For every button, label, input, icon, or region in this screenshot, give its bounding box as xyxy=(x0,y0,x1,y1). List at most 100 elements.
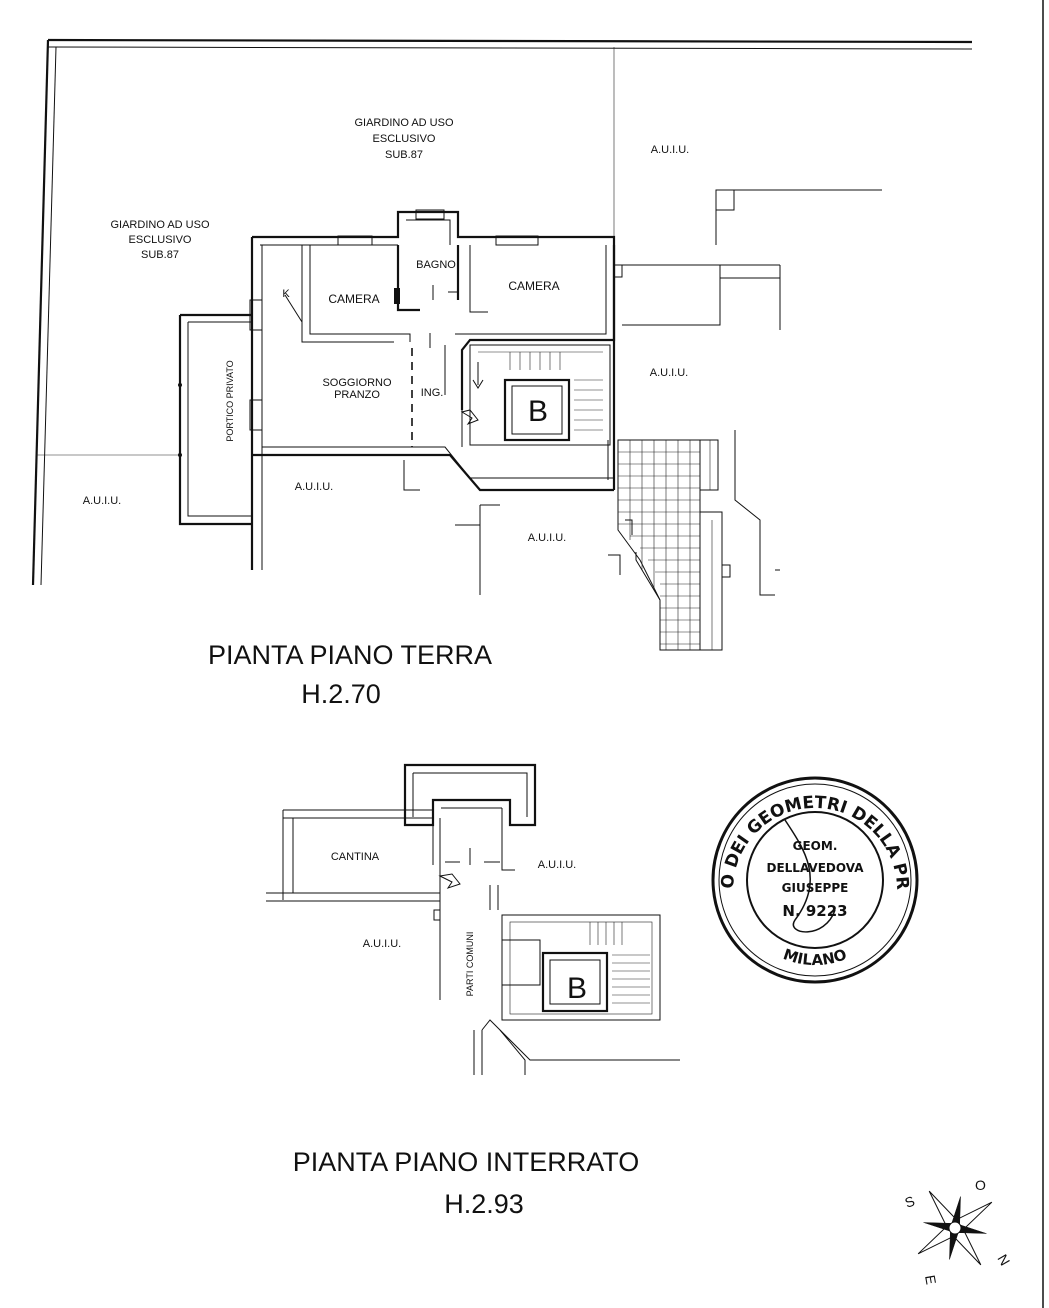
soggiorno-label-2: PRANZO xyxy=(334,389,380,401)
stamp-inner-ring xyxy=(746,811,884,949)
lot-boundary-left-inner xyxy=(40,46,57,586)
column-block xyxy=(715,189,735,211)
basement-height: H.2.93 xyxy=(444,1189,524,1219)
basement-lower-wall xyxy=(473,1030,483,1075)
compass-letter-e: E xyxy=(922,1274,939,1286)
stamp-line-3: GIUSEPPE xyxy=(782,881,849,895)
stairwell-frame xyxy=(469,344,611,446)
ground-floor-title: PIANTA PIANO TERRA xyxy=(208,640,492,670)
camera-1-wall xyxy=(301,245,394,343)
portico-column-2 xyxy=(178,453,182,457)
basement-corridor-seg xyxy=(489,885,499,910)
lot-boundary-left xyxy=(31,39,50,586)
bagno-label: BAGNO xyxy=(416,259,456,271)
lot-boundary-top-inner xyxy=(47,46,973,50)
ing-label: ING. xyxy=(421,387,444,399)
garden-top-label-2: ESCLUSIVO xyxy=(373,133,436,145)
surveyor-stamp: COLLEGIO DEI GEOMETRI DELLA PROVINCIA MI… xyxy=(711,776,919,984)
garden-left-label-3: SUB.87 xyxy=(141,249,179,261)
bagno-wall-left xyxy=(396,245,420,312)
ground-floor-height: H.2.70 xyxy=(301,679,381,709)
cantina-top-wall xyxy=(283,809,433,819)
compass-rose: S O N E xyxy=(903,1177,1014,1286)
stamp-ring-2 xyxy=(718,783,912,977)
camera-2-label: CAMERA xyxy=(508,279,559,293)
unit-wall-stub xyxy=(403,460,420,491)
garden-top-label-3: SUB.87 xyxy=(385,149,423,161)
camera-1-wall-inner xyxy=(309,245,394,335)
stair-arrow-head xyxy=(472,379,484,389)
terrace-tile-grid xyxy=(607,439,731,651)
garden-top-label-1: GIARDINO AD USO xyxy=(354,117,453,129)
parti-comuni-label: PARTI COMUNI xyxy=(465,932,475,997)
stamp-ring-bottom: MILANO xyxy=(781,945,849,969)
elevator-inner xyxy=(511,385,563,435)
garden-left-label-2: ESCLUSIVO xyxy=(129,234,192,246)
basement-stairwell xyxy=(501,914,661,1021)
window-camera-1 xyxy=(337,235,373,246)
compass-center xyxy=(948,1221,962,1235)
basement-elevator-inner xyxy=(549,959,601,1005)
cantina-left-wall xyxy=(282,810,294,900)
basement-mid-wall xyxy=(266,892,440,902)
window-bagno xyxy=(415,209,445,220)
window-left-2 xyxy=(249,399,263,431)
portico-label: PORTICO PRIVATO xyxy=(225,360,235,441)
auiu-top-right-label: A.U.I.U. xyxy=(651,144,690,156)
compass-star xyxy=(917,1190,993,1266)
right-terrace-edge xyxy=(734,430,775,596)
ground-floor-plan: GIARDINO AD USO ESCLUSIVO SUB.87 GIARDIN… xyxy=(31,38,973,651)
right-unit-upper xyxy=(622,264,721,326)
elevator-outer xyxy=(503,378,571,442)
basement-top-block xyxy=(403,763,537,827)
soggiorno-label-1: SOGGIORNO xyxy=(322,377,392,389)
basement-post xyxy=(433,909,441,921)
cantina-label: CANTINA xyxy=(331,851,380,863)
basement-stair-treads xyxy=(589,922,650,1004)
compass-letter-o: O xyxy=(975,1177,986,1193)
stamp-line-1: GEOM. xyxy=(793,839,838,853)
basement-entry-marker xyxy=(438,873,461,889)
auiu-bottom-mid-label: A.U.I.U. xyxy=(295,481,334,493)
portico-frame xyxy=(178,313,252,526)
stamp-signature xyxy=(784,819,836,933)
basement-ramp-line xyxy=(499,1029,680,1061)
basement-ramp-edge xyxy=(481,1019,526,1075)
basement-corridor-left xyxy=(432,818,441,1000)
stair-treads xyxy=(509,352,603,431)
auiu-bottom-right-label: A.U.I.U. xyxy=(528,532,567,544)
camera-2-wall-inner xyxy=(470,245,607,335)
stair-b-label: B xyxy=(528,395,548,428)
apartment-outer-wall-top xyxy=(252,210,616,410)
compass-letter-s: S xyxy=(903,1193,917,1211)
auiu-right-mid-label: A.U.I.U. xyxy=(650,367,689,379)
garden-left-label-1: GIARDINO AD USO xyxy=(110,219,209,231)
portico-column-1 xyxy=(178,383,182,387)
basement-elevator-outer xyxy=(541,951,609,1013)
apartment-wall-inner-bottom xyxy=(262,446,614,479)
basement-stair-landing xyxy=(502,939,541,986)
portico-frame-inner xyxy=(187,321,252,517)
auiu-left-label: A.U.I.U. xyxy=(83,495,122,507)
basement-plan: CANTINA A.U.I.U. A.U.I.U. PARTI COMUNI B xyxy=(266,763,680,1075)
right-post xyxy=(613,264,623,278)
basement-title: PIANTA PIANO INTERRATO xyxy=(293,1147,640,1177)
hall-jamb xyxy=(394,333,411,342)
k-partition xyxy=(284,294,303,323)
right-unit-wall xyxy=(720,264,781,330)
camera-1-label: CAMERA xyxy=(328,292,379,306)
compass-letter-n: N xyxy=(994,1252,1013,1269)
window-camera-2 xyxy=(495,235,539,246)
basement-stairwell-inner xyxy=(509,921,653,1015)
door-camera-2-stub xyxy=(448,291,459,300)
lot-boundary-top xyxy=(47,38,973,44)
basement-corridor-right xyxy=(501,808,515,871)
stamp-outer-ring xyxy=(711,776,919,984)
basement-auiu-right-label: A.U.I.U. xyxy=(538,859,577,871)
stamp-line-4: N. 9223 xyxy=(782,902,847,920)
camera-2-wall xyxy=(469,245,488,313)
basement-stair-b-label: B xyxy=(567,972,587,1005)
basement-auiu-left-label: A.U.I.U. xyxy=(363,938,402,950)
bagno-inner-top xyxy=(406,219,451,245)
